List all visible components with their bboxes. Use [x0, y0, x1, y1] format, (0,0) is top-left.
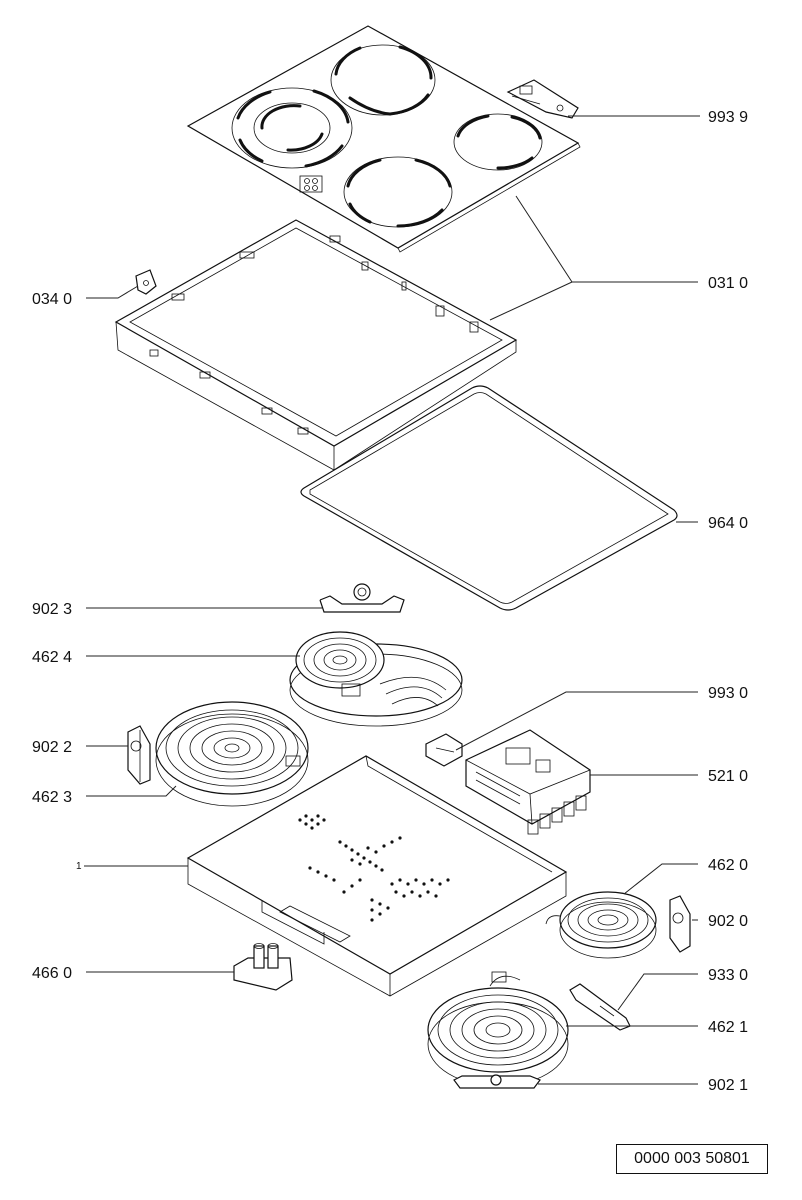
large-round-heater: [155, 701, 309, 807]
round-heater-462-1: [427, 971, 569, 1087]
terminal-block: [233, 943, 293, 991]
label-1: 1: [76, 861, 82, 872]
bracket-902-0: [669, 895, 691, 953]
bracket-902-1: [453, 1074, 541, 1089]
label-902-2: 902 2: [32, 739, 72, 756]
tray-vent-holes: [298, 814, 450, 922]
clip-part: [135, 269, 157, 295]
control-module: [465, 729, 591, 835]
label-462-0: 462 0: [708, 857, 748, 874]
bracket-993-0: [425, 733, 463, 767]
label-034-0: 034 0: [32, 291, 72, 308]
dual-oval-heater: [289, 631, 463, 727]
label-462-1: 462 1: [708, 1019, 748, 1036]
label-902-3: 902 3: [32, 601, 72, 618]
label-902-1: 902 1: [708, 1077, 748, 1094]
label-964-0: 964 0: [708, 515, 748, 532]
bracket-902-3: [319, 583, 405, 613]
label-466-0: 466 0: [32, 965, 72, 982]
leader-lines: [84, 115, 700, 1085]
reference-number-box: 0000 003 50801: [616, 1144, 768, 1174]
cooking-zone-marking-left: [231, 87, 353, 169]
label-031-0: 031 0: [708, 275, 748, 292]
control-module-connectors: [527, 795, 587, 835]
cooking-zone-marking-front: [343, 156, 453, 228]
label-902-0: 902 0: [708, 913, 748, 930]
part-labels: 993 9 031 0 034 0 964 0 902 3 462 4 993 …: [32, 109, 748, 1094]
label-933-0: 933 0: [708, 967, 748, 984]
clip-933-0: [569, 983, 631, 1031]
small-round-heater: [545, 891, 657, 959]
seal-gasket: [300, 385, 678, 611]
cooking-zone-marking-right: [453, 113, 543, 171]
cooking-zone-marking-back: [330, 44, 436, 116]
reference-number: 0000 003 50801: [634, 1150, 750, 1167]
label-993-0: 993 0: [708, 685, 748, 702]
bracket-part: [506, 79, 579, 119]
frame-slots: [149, 235, 479, 435]
label-462-4: 462 4: [32, 649, 72, 666]
glass-ceramic-top: [186, 25, 581, 253]
zone-indicator-symbol: [299, 175, 323, 193]
bottom-tray: [186, 755, 568, 997]
bracket-902-2: [127, 725, 151, 785]
label-521-0: 521 0: [708, 768, 748, 785]
label-462-3: 462 3: [32, 789, 72, 806]
label-993-9: 993 9: [708, 109, 748, 126]
